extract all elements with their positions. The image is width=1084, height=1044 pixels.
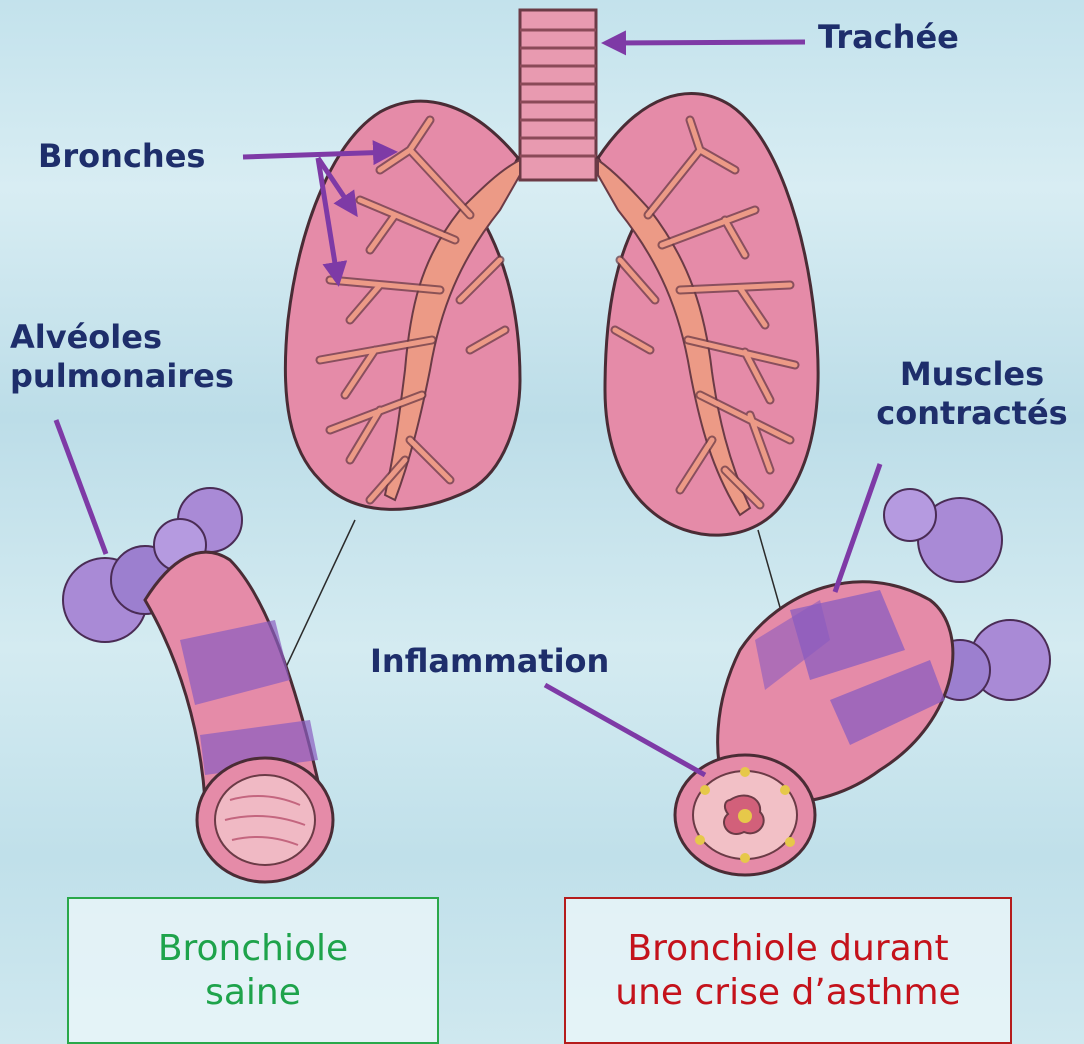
- zoom-line-left: [280, 520, 355, 680]
- caption-asthma-bronchiole: Bronchiole durant une crise d’asthme: [564, 897, 1012, 1044]
- label-bronchi: Bronches: [38, 137, 205, 176]
- trachea-illustration: [520, 10, 596, 180]
- label-muscles: Muscles contractés: [862, 355, 1082, 433]
- label-trachea: Trachée: [818, 18, 959, 57]
- label-alveoli: Alvéoles pulmonaires: [10, 318, 234, 396]
- inflammation-pointer: [545, 685, 705, 775]
- caption-healthy-bronchiole: Bronchiole saine: [67, 897, 439, 1044]
- right-lung: [598, 94, 818, 536]
- trachea-arrow: [606, 42, 805, 43]
- muscles-pointer: [835, 464, 880, 592]
- label-inflammation: Inflammation: [370, 642, 609, 681]
- alveoli-pointer: [56, 420, 106, 554]
- asthma-bronchiole: [675, 489, 1050, 875]
